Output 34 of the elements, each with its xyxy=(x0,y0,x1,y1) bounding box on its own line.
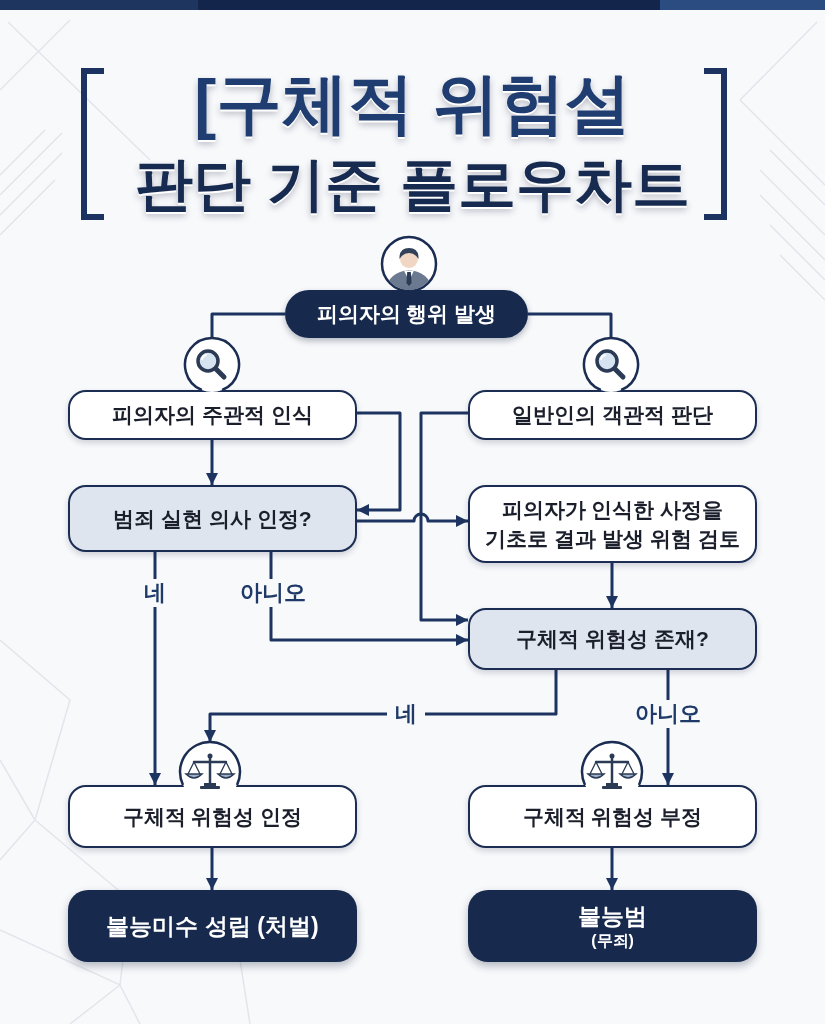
process-box xyxy=(468,390,757,440)
question-text: 구체적 위험성 존재? xyxy=(516,626,709,653)
step-label: 구체적 위험성 부정 xyxy=(522,803,703,830)
arrow xyxy=(419,411,468,626)
process-box xyxy=(468,485,757,563)
step-label: 일반인의 객관적 판단 xyxy=(512,402,713,429)
arrow xyxy=(357,411,402,516)
result-text: 불능미수 성립 (처벌) xyxy=(106,911,319,941)
process-box xyxy=(468,785,757,848)
arrow xyxy=(357,512,468,527)
decision-box xyxy=(468,608,757,670)
arrow xyxy=(206,440,218,485)
start-pill xyxy=(285,290,528,338)
result-box xyxy=(68,890,357,962)
arrow xyxy=(204,670,558,742)
connector-line xyxy=(528,312,613,338)
process-box xyxy=(68,785,357,848)
step-label: 피의자의 행위 발생 xyxy=(316,301,497,328)
arrow xyxy=(269,552,468,646)
step-label: 구체적 위험성 인정 xyxy=(122,803,303,830)
step-label: 피의자의 주관적 인식 xyxy=(112,402,313,429)
arrow xyxy=(606,563,618,608)
decision-box xyxy=(68,485,357,552)
process-box xyxy=(68,390,357,440)
arrow xyxy=(149,552,161,785)
result-box xyxy=(468,890,757,962)
step-label: 피의자가 인식한 사정을 기초로 결과 발생 위험 검토 xyxy=(485,496,740,552)
result-text: (무죄) xyxy=(591,930,634,950)
connector-line xyxy=(210,312,285,338)
question-text: 범죄 실현 의사 인정? xyxy=(113,505,312,532)
arrow xyxy=(206,848,218,890)
result-text: 불능범 xyxy=(578,902,647,931)
title: [구체적 위험설 판단 기준 플로우차트 xyxy=(135,65,690,218)
arrow xyxy=(606,848,618,890)
